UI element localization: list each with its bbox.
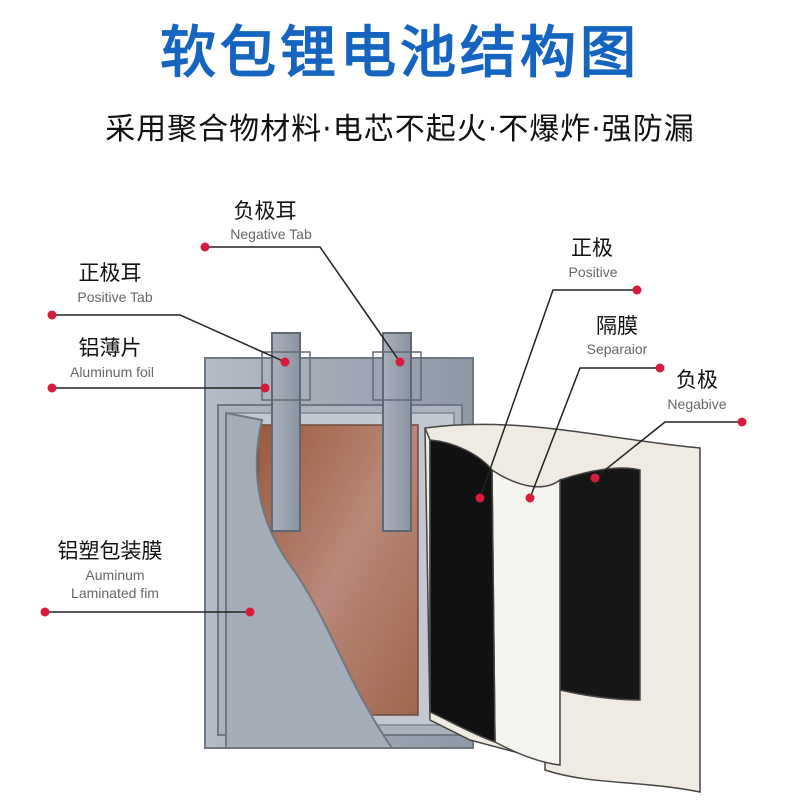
electrode-layers [424,423,701,793]
negative-tab [382,332,412,532]
label-negative-tab-en: Negative Tab [230,226,312,242]
label-negative-cn: 负极 [676,368,718,392]
dot-positive-tab-end [280,357,290,367]
label-laminated-film-en1: Auminum [85,567,144,583]
dot-positive-end [475,493,485,503]
dot-negative-tab-end [395,357,405,367]
dot-negative-end [590,473,600,483]
label-laminated-film-cn: 铝塑包装膜 [58,539,163,563]
dot-separator-start [655,363,665,373]
positive-layer [429,439,496,744]
dot-negative-tab-start [200,242,210,252]
peeled-laminated-film [225,411,394,749]
dot-aluminum-foil-start [47,383,57,393]
label-positive-tab-en: Positive Tab [77,289,152,305]
label-positive-cn: 正极 [571,236,613,260]
label-negative-en: Negabive [667,396,726,412]
label-separator-en: Separaior [587,341,648,357]
dot-positive-tab-start [47,310,57,320]
negative-layer [559,467,641,701]
label-separator-cn: 隔膜 [596,314,638,338]
label-positive-tab-cn: 正极耳 [79,261,142,285]
dot-separator-end [525,493,535,503]
labels: 负极耳 Negative Tab 正极耳 Positive Tab 铝薄片 Al… [58,199,727,601]
dot-negative-start [737,417,747,427]
leader-lines [45,246,742,613]
tabs [261,332,422,532]
dot-laminated-film-end [245,607,255,617]
page-title: 软包锂电池结构图 [160,21,640,86]
separator-layer [491,468,561,766]
dot-positive-start [632,285,642,295]
dot-aluminum-foil-end [260,383,270,393]
label-negative-tab-cn: 负极耳 [234,199,297,223]
page-subtitle: 采用聚合物材料·电芯不起火·不爆炸·强防漏 [105,112,695,147]
dot-laminated-film-start [40,607,50,617]
label-laminated-film-en2: Laminated fim [71,585,159,601]
positive-tab [271,332,301,532]
label-aluminum-foil-en: Aluminum foil [70,364,154,380]
leader-dots [40,242,747,617]
label-aluminum-foil-cn: 铝薄片 [79,336,142,360]
label-positive-en: Positive [568,264,617,280]
